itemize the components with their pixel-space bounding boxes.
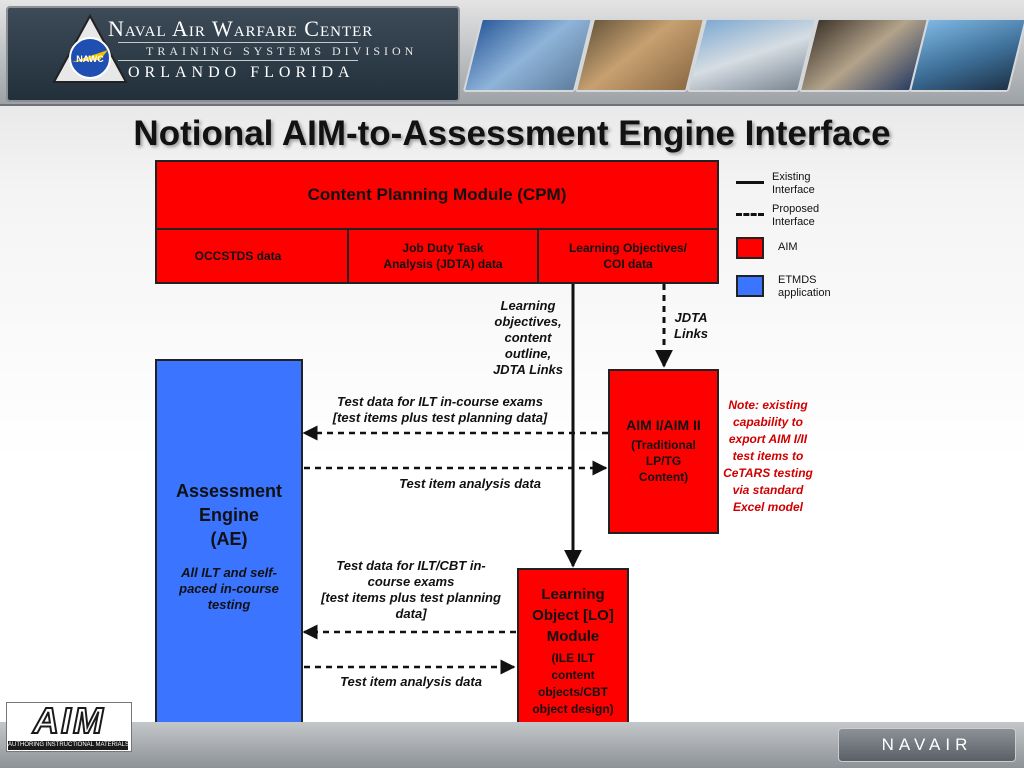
aim-logo-text: AIM <box>32 700 105 741</box>
aim-box-title: AIM I/AIM II <box>626 417 701 433</box>
note-line: capability to <box>732 415 803 429</box>
note-line: Note: existing <box>728 398 808 412</box>
navair-logo: NAVAIR <box>838 728 1016 762</box>
jdta-links-line: JDTA <box>674 310 708 325</box>
assessment-engine-box: Assessment Engine (AE) All ILT and self-… <box>155 359 303 732</box>
existing-line-swatch <box>736 181 764 184</box>
aim-logo: AIM AUTHORING INSTRUCTIONAL MATERIALS <box>6 702 132 752</box>
legend-etmds-line1: ETMDS <box>778 274 817 286</box>
note-line: export AIM I/II <box>728 432 808 446</box>
ae-title-line: Engine <box>198 505 259 525</box>
cbt-test-line: data] <box>395 606 427 621</box>
divider <box>118 42 358 43</box>
ilt-test-data-label: Test data for ILT in-course exams [test … <box>310 394 570 426</box>
lo-box-title: Learning Object [LO] Module <box>519 584 627 647</box>
aim-box-sub-line: Content) <box>638 470 689 484</box>
note-line: CeTARS testing <box>723 466 813 480</box>
lo-box-sub-line: object design) <box>532 702 614 716</box>
ae-sub-line: All ILT and self- <box>181 565 277 580</box>
lo-links-line: outline, <box>504 346 552 361</box>
ae-sub-line: paced in-course <box>179 581 279 596</box>
etmds-swatch <box>736 275 764 297</box>
navair-logo-text: NAVAIR <box>881 735 973 754</box>
occstds-label: OCCSTDS data <box>194 249 282 263</box>
note-line: via standard <box>732 483 804 497</box>
lo-box-sub: (ILE ILT content objects/CBT object desi… <box>519 650 627 718</box>
slide-title: Notional AIM-to-Assessment Engine Interf… <box>133 114 891 153</box>
aim-box-sub: (Traditional LP/TG Content) <box>610 437 717 485</box>
aim-logo-subtitle: AUTHORING INSTRUCTIONAL MATERIALS <box>8 741 128 750</box>
org-division: TRAINING SYSTEMS DIVISION <box>146 44 418 58</box>
cbt-test-line: Test data for ILT/CBT in- <box>336 558 486 573</box>
proposed-line-swatch <box>736 213 764 216</box>
analysis-data-label-1: Test item analysis data <box>399 476 541 491</box>
occstds-cell: OCCSTDS data <box>155 228 349 284</box>
lo-label-line2: COI data <box>603 257 653 271</box>
note-line: test items to <box>732 449 804 463</box>
cbt-test-line: [test items plus test planning <box>321 590 501 605</box>
legend-etmds: ETMDS application <box>778 274 831 300</box>
lo-box-title-line: Module <box>546 628 600 645</box>
org-location: ORLANDO FLORIDA <box>128 64 355 81</box>
jdta-label-line1: Job Duty Task <box>402 241 484 255</box>
legend-existing: Existing Interface <box>772 171 815 197</box>
lo-box-title-line: Learning <box>541 586 605 603</box>
aim-box: AIM I/AIM II (Traditional LP/TG Content) <box>608 369 719 534</box>
lo-label-line1: Learning Objectives/ <box>568 241 688 255</box>
legend-proposed-line1: Proposed <box>772 203 820 215</box>
jdta-label-line2: Analysis (JDTA) data <box>383 257 503 271</box>
aim-box-sub-line: LP/TG <box>645 454 682 468</box>
nawc-logo: NAWC <box>52 13 128 83</box>
lo-links-label: Learning objectives, content outline, JD… <box>476 298 580 378</box>
cbt-test-line: course exams <box>367 574 455 589</box>
lo-links-line: content <box>504 330 552 345</box>
logo-text: NAWC <box>76 54 104 64</box>
legend-aim: AIM <box>778 241 798 253</box>
legend-proposed: Proposed Interface <box>772 203 819 229</box>
export-note: Note: existing capability to export AIM … <box>718 397 818 516</box>
learning-object-module-box: Learning Object [LO] Module (ILE ILT con… <box>517 568 629 732</box>
lo-links-line: objectives, <box>494 314 562 329</box>
legend-existing-line1: Existing <box>772 171 811 183</box>
jdta-links-label: JDTA Links <box>668 310 714 342</box>
lo-links-line: JDTA Links <box>492 362 564 377</box>
header-banner: Naval Air Warfare Center TRAINING SYSTEM… <box>0 0 1024 106</box>
ae-subtitle: All ILT and self- paced in-course testin… <box>157 565 301 613</box>
aim-swatch <box>736 237 764 259</box>
ilt-test-line2: [test items plus test planning data] <box>332 410 548 425</box>
jdta-cell: Job Duty Task Analysis (JDTA) data <box>347 228 539 284</box>
org-name: Naval Air Warfare Center <box>108 16 374 41</box>
learning-objectives-cell: Learning Objectives/ COI data <box>537 228 719 284</box>
legend-existing-line2: Interface <box>772 184 815 196</box>
ae-title-line: (AE) <box>210 529 248 549</box>
cpm-box: Content Planning Module (CPM) <box>155 160 719 230</box>
aim-box-sub-line: (Traditional <box>631 438 696 452</box>
lo-box-sub-line: content <box>551 668 595 682</box>
lo-box-sub-line: objects/CBT <box>537 685 608 699</box>
lo-links-line: Learning <box>500 298 556 313</box>
org-nameplate: Naval Air Warfare Center TRAINING SYSTEM… <box>6 6 460 102</box>
lo-box-title-line: Object [LO] <box>532 607 614 624</box>
legend: Existing Interface Proposed Interface AI… <box>730 168 860 308</box>
cbt-test-data-label: Test data for ILT/CBT in- course exams [… <box>306 558 516 622</box>
divider <box>118 60 358 61</box>
analysis-data-label-2: Test item analysis data <box>340 674 482 689</box>
legend-proposed-line2: Interface <box>772 216 815 228</box>
lo-box-sub-line: (ILE ILT <box>551 651 595 665</box>
note-line: Excel model <box>732 500 804 514</box>
ae-title-line: Assessment <box>175 481 283 501</box>
ae-title: Assessment Engine (AE) <box>157 479 301 551</box>
jdta-links-line: Links <box>674 326 708 341</box>
cpm-title: Content Planning Module (CPM) <box>307 185 567 204</box>
legend-etmds-line2: application <box>778 287 831 299</box>
ilt-test-line1: Test data for ILT in-course exams <box>337 394 543 409</box>
ae-sub-line: testing <box>207 597 251 612</box>
